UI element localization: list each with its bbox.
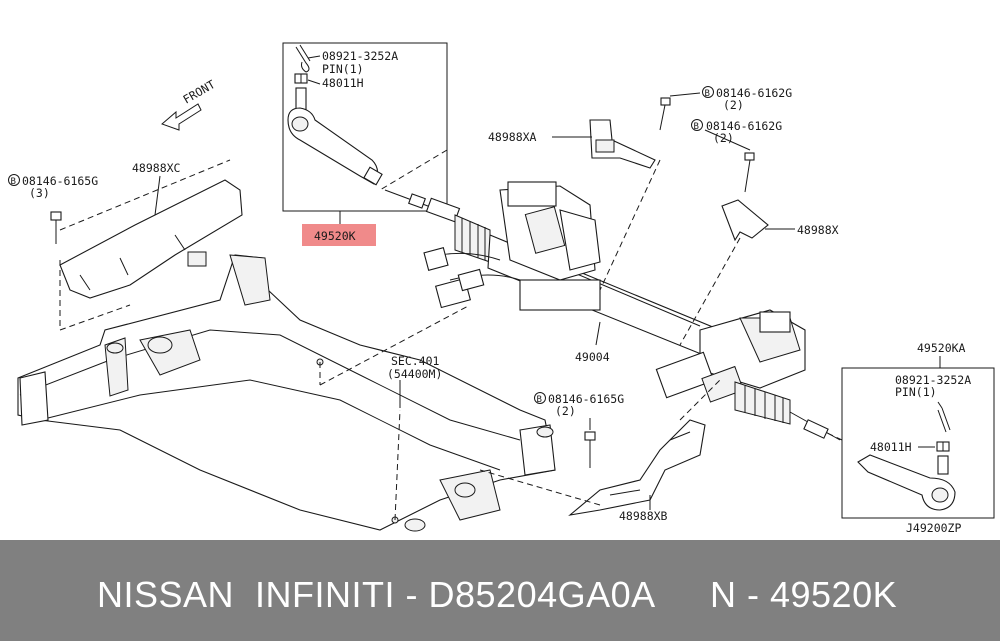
footer-bar: NISSAN INFINITI - D85204GA0A N - 49520K [0, 540, 1000, 641]
bolt-icon [50, 211, 62, 244]
bracket-xb-part-number: 48988XB [619, 509, 668, 523]
bolt-g-top-qty: (2) [723, 98, 744, 112]
bolt-marker-icon [691, 119, 703, 131]
steering-gear-assembly [384, 181, 841, 441]
nut-part-number-right: 48011H [870, 440, 912, 454]
bolt-g-second-part-number: 08146-6162G [706, 119, 782, 133]
tie-rod-end-icon [857, 454, 956, 511]
bolt-left-part-number: 08146-6165G [22, 174, 98, 188]
footer-brand-part-number: NISSAN INFINITI - D85204GA0A [97, 574, 656, 615]
bolt-marker-icon [534, 392, 546, 404]
bracket-xc [59, 179, 243, 299]
tie-rod-end-right-part-number: 49520KA [917, 341, 966, 355]
bracket-xa [589, 119, 656, 169]
pin-part-number-right: 08921-3252A [895, 373, 971, 387]
nut-part-number-top: 48011H [322, 76, 364, 90]
cotter-pin-icon [295, 44, 311, 73]
bracket-x [721, 199, 769, 242]
castle-nut-icon [294, 73, 308, 84]
bracket-x-part-number: 48988X [797, 223, 839, 237]
diagram-code: J49200ZP [906, 521, 961, 535]
front-label: FRONT [181, 77, 218, 106]
castle-nut-icon [936, 441, 950, 452]
detail-box-left [282, 42, 448, 212]
bolt-bottom-part-number: 08146-6165G [548, 392, 624, 406]
bolt-icon [744, 152, 755, 193]
bolt-bottom-qty: (2) [555, 404, 576, 418]
bolt-icon [659, 97, 671, 131]
front-subframe [17, 254, 556, 532]
gear-assembly-part-number: 49004 [575, 350, 610, 364]
bolt-marker-letter: B [705, 89, 710, 99]
section-reference: SEC.401 [391, 354, 440, 368]
bolt-marker-icon [8, 174, 20, 186]
pin-label-right: PIN(1) [895, 385, 937, 399]
bolt-g-second-qty: (2) [713, 131, 734, 145]
front-arrow-icon [161, 103, 202, 131]
pin-label-top: PIN(1) [322, 62, 364, 76]
tie-rod-end-icon [287, 87, 383, 186]
detail-box-right [841, 367, 995, 519]
bracket-xc-part-number: 48988XC [132, 161, 181, 175]
bolt-left-qty: (3) [29, 186, 50, 200]
bolt-marker-letter-2: B [694, 122, 699, 132]
bolt-g-top-part-number: 08146-6162G [716, 86, 792, 100]
parts-diagram: FRONT 08921-3252A PIN(1) 48011H 49520K [8, 42, 995, 535]
bolt-marker-letter-3: B [11, 177, 16, 187]
tie-rod-end-highlight-box[interactable] [302, 224, 376, 246]
footer-callout-number: N - 49520K [710, 574, 898, 615]
cotter-pin-icon [937, 407, 951, 433]
pin-part-number-top: 08921-3252A [322, 49, 398, 63]
bolt-marker-icon [702, 86, 714, 98]
section-reference-sub: (54400M) [387, 367, 442, 381]
tie-rod-end-highlight-label: 49520K [314, 229, 356, 243]
bolt-marker-letter-4: B [537, 395, 542, 405]
bracket-xa-part-number: 48988XA [488, 130, 537, 144]
bracket-xb [568, 419, 706, 516]
bolt-icon [584, 431, 596, 468]
